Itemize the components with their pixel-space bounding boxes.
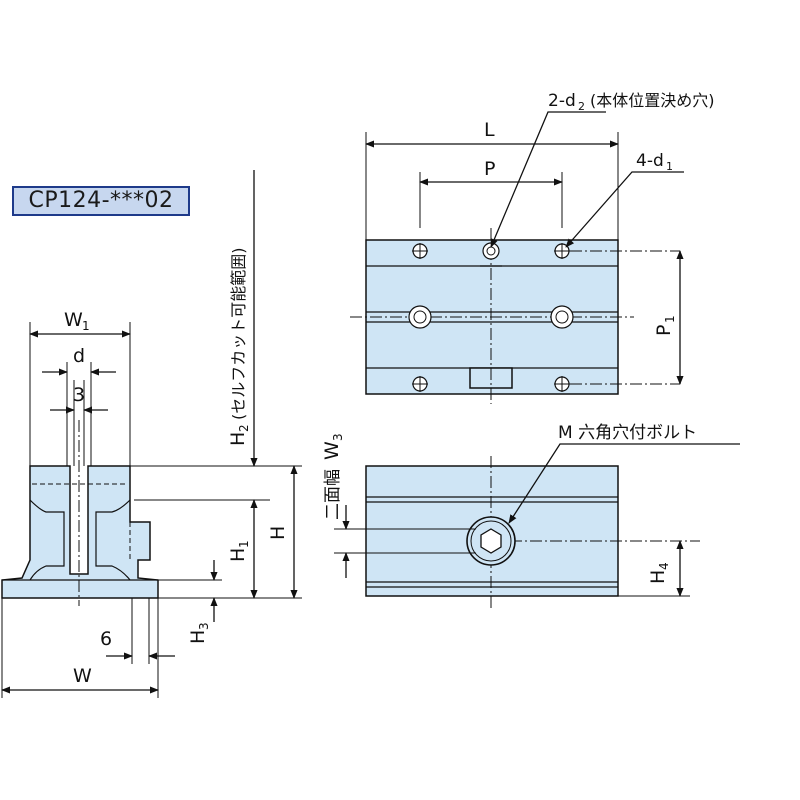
dim-h3-text: H 3 — [187, 622, 211, 644]
hex-socket-bolt — [466, 516, 516, 566]
hole-middle-left — [408, 305, 432, 329]
svg-text:1: 1 — [666, 160, 673, 173]
side-view: W 1 d 3 W 6 — [1, 309, 175, 698]
side-view-body — [1, 465, 159, 599]
svg-text:3: 3 — [197, 622, 211, 630]
hole-d1-bottom-right — [554, 376, 570, 392]
dim-3-label: 3 — [73, 384, 85, 406]
svg-text:(本体位置決め穴): (本体位置決め穴) — [590, 91, 715, 110]
hole-d1-top-left — [412, 243, 428, 259]
side-right-pocket — [95, 499, 131, 581]
dim-p-label: P — [484, 158, 495, 180]
svg-text:H: H — [267, 526, 289, 540]
dim-h-text: H — [267, 526, 289, 540]
hole-middle-right — [550, 305, 574, 329]
dim-p1-text: P 1 — [653, 315, 677, 336]
dim-w3-text: 二面幅 W 3 — [321, 433, 345, 520]
svg-text:(セルフカット可能範囲): (セルフカット可能範囲) — [229, 248, 248, 421]
height-dimensions: H 2 (セルフカット可能範囲) H 1 H H 3 — [130, 170, 302, 644]
svg-text:P: P — [653, 325, 675, 336]
dim-h1-text: H 1 — [227, 540, 251, 562]
dim-w1-sub: 1 — [82, 319, 90, 333]
svg-text:1: 1 — [663, 315, 677, 323]
svg-text:2: 2 — [578, 100, 585, 113]
svg-text:H: H — [227, 432, 249, 446]
svg-text:H: H — [227, 548, 249, 562]
callout-bolt-text: M 六角穴付ボルト — [558, 423, 697, 443]
dim-w-label: W — [73, 665, 92, 687]
svg-text:4: 4 — [657, 562, 671, 570]
callout-d1-text: 4-d 1 — [636, 151, 673, 173]
svg-text:2-d: 2-d — [548, 91, 576, 111]
hole-d1-bottom-left — [412, 376, 428, 392]
svg-text:1: 1 — [237, 540, 251, 548]
callout-d2-text: 2-d 2 (本体位置決め穴) — [548, 91, 715, 113]
svg-text:二面幅: 二面幅 — [323, 469, 343, 520]
model-label: CP124-***02 — [12, 186, 190, 216]
callout-bolt-leader — [508, 443, 740, 524]
dim-l-label: L — [484, 119, 495, 141]
top-view: L P P 1 2-d 2 (本体位置決め穴) 4-d 1 — [350, 91, 715, 404]
svg-text:2: 2 — [237, 424, 251, 432]
callout-d1-leader — [565, 171, 684, 248]
side-left-pocket — [29, 499, 65, 581]
dim-6-label: 6 — [100, 628, 112, 650]
svg-text:4-d: 4-d — [636, 151, 664, 171]
front-view: M 六角穴付ボルト H 4 二面幅 W 3 — [321, 423, 740, 608]
svg-text:W: W — [321, 441, 343, 460]
dim-w1-label: W — [64, 309, 83, 331]
svg-text:3: 3 — [331, 433, 345, 441]
svg-text:H: H — [647, 570, 669, 584]
svg-text:H: H — [187, 630, 209, 644]
dim-h2-text: H 2 (セルフカット可能範囲) — [227, 248, 251, 447]
dim-d-label: d — [73, 345, 85, 367]
callout-d2-leader — [490, 111, 606, 248]
dim-h4-text: H 4 — [647, 562, 671, 584]
